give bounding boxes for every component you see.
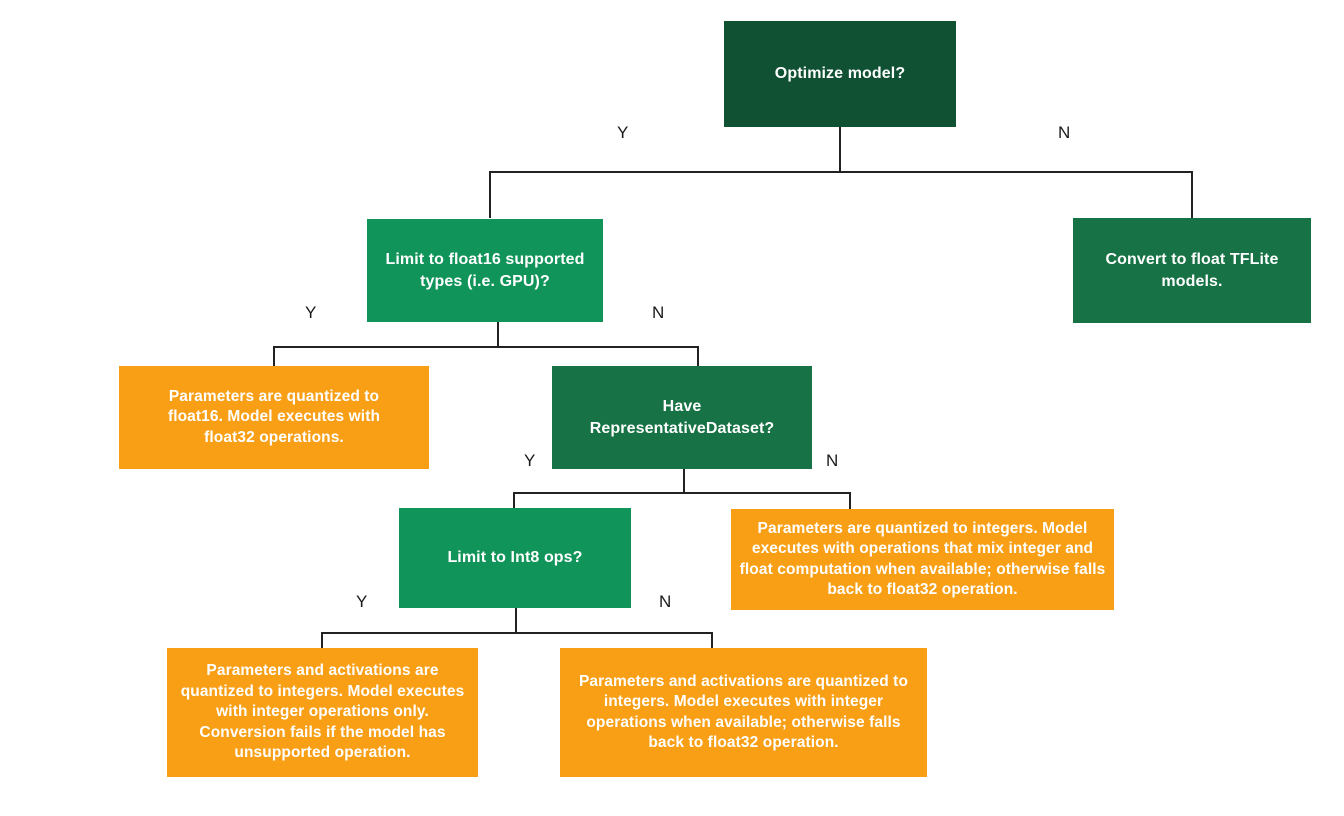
connector-representative-yes-drop	[513, 492, 515, 510]
connector-representative-no-drop	[849, 492, 851, 510]
node-integer-with-float-fallback-result[interactable]: Parameters and activations are quantized…	[560, 648, 927, 777]
edge-label-float16-no: N	[652, 303, 665, 322]
connector-optimize-yes-drop	[489, 171, 491, 218]
edge-label-optimize-no: N	[1058, 123, 1071, 142]
connector-optimize-stem	[839, 127, 841, 172]
connector-float16-stem	[497, 322, 499, 347]
edge-label-representative-yes: Y	[524, 451, 536, 470]
node-full-integer-quantization-result[interactable]: Parameters and activations are quantized…	[167, 648, 478, 777]
node-limit-to-float16[interactable]: Limit to float16 supported types (i.e. G…	[367, 219, 603, 322]
connector-int8-stem	[515, 608, 517, 633]
node-convert-to-float-tflite[interactable]: Convert to float TFLite models.	[1073, 218, 1311, 323]
connector-float16-no-drop	[697, 346, 699, 366]
connector-optimize-bar	[489, 171, 1192, 173]
node-float16-quantization-result[interactable]: Parameters are quantized to float16. Mod…	[119, 366, 429, 469]
node-limit-to-int8-ops[interactable]: Limit to Int8 ops?	[399, 508, 631, 608]
connector-optimize-no-drop	[1191, 171, 1193, 218]
node-have-representative-dataset[interactable]: Have RepresentativeDataset?	[552, 366, 812, 469]
connector-int8-bar	[321, 632, 711, 634]
connector-representative-stem	[683, 469, 685, 493]
node-optimize-model[interactable]: Optimize model?	[724, 21, 956, 127]
connector-int8-yes-drop	[321, 632, 323, 650]
connector-int8-no-drop	[711, 632, 713, 650]
connector-float16-yes-drop	[273, 346, 275, 366]
connector-float16-bar	[273, 346, 698, 348]
edge-label-int8-no: N	[659, 592, 672, 611]
connector-representative-bar	[513, 492, 850, 494]
edge-label-representative-no: N	[826, 451, 839, 470]
edge-label-int8-yes: Y	[356, 592, 368, 611]
edge-label-float16-yes: Y	[305, 303, 317, 322]
node-dynamic-range-quantization-result[interactable]: Parameters are quantized to integers. Mo…	[731, 509, 1114, 610]
edge-label-optimize-yes: Y	[617, 123, 629, 142]
